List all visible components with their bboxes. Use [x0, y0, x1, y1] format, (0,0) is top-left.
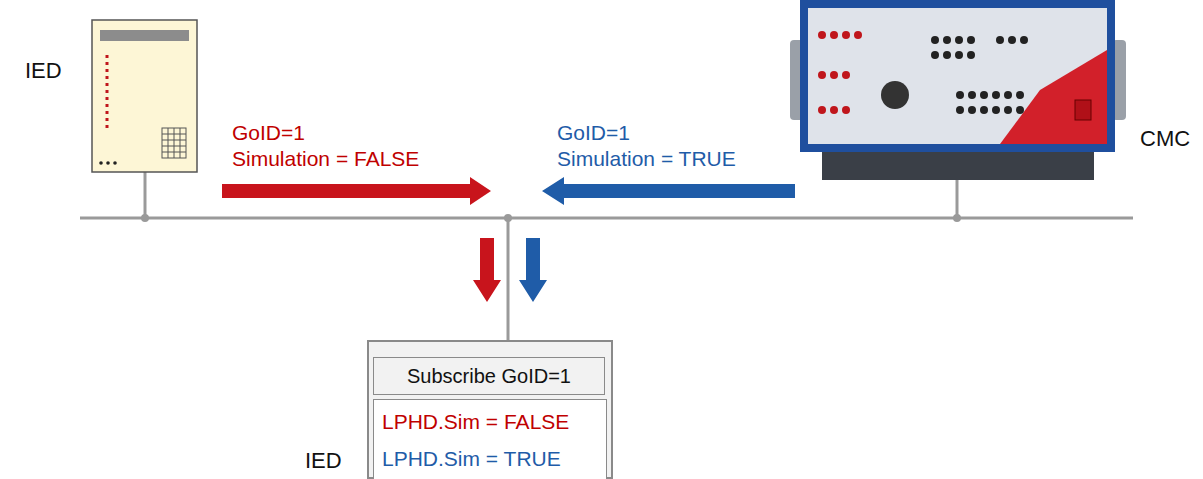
message-flag: Simulation = FALSE	[232, 147, 419, 171]
bus-joint	[953, 214, 961, 222]
device-name: IED	[305, 448, 342, 474]
status-box: LPHD.Sim = FALSELPHD.Sim = TRUE	[373, 399, 607, 479]
device-name: CMC	[1140, 126, 1190, 151]
bus-joint	[504, 214, 512, 222]
bus-joint	[141, 214, 149, 222]
drop-line	[507, 218, 510, 342]
message-id: GoID=1	[232, 121, 305, 145]
cmc-test-set	[790, 0, 1126, 180]
ied-box: IEDSubscribe GoID=1LPHD.Sim = FALSELPHD.…	[367, 340, 613, 479]
message-id: GoID=1	[557, 121, 630, 145]
receive-arrow	[519, 238, 547, 302]
message-arrow	[222, 177, 491, 205]
subscription-text: Subscribe GoID=1	[407, 365, 571, 388]
receive-arrow	[473, 238, 501, 302]
message-flag: Simulation = TRUE	[557, 147, 736, 171]
bus-line	[80, 217, 1133, 220]
drop-line	[144, 172, 147, 218]
drop-line	[956, 178, 959, 218]
ied-icon	[92, 20, 197, 172]
device-name: IED	[25, 58, 62, 83]
status-value: LPHD.Sim = TRUE	[382, 440, 598, 477]
subscription-box: Subscribe GoID=1	[373, 357, 605, 395]
message-arrow	[542, 177, 795, 205]
status-value: LPHD.Sim = FALSE	[382, 403, 598, 440]
